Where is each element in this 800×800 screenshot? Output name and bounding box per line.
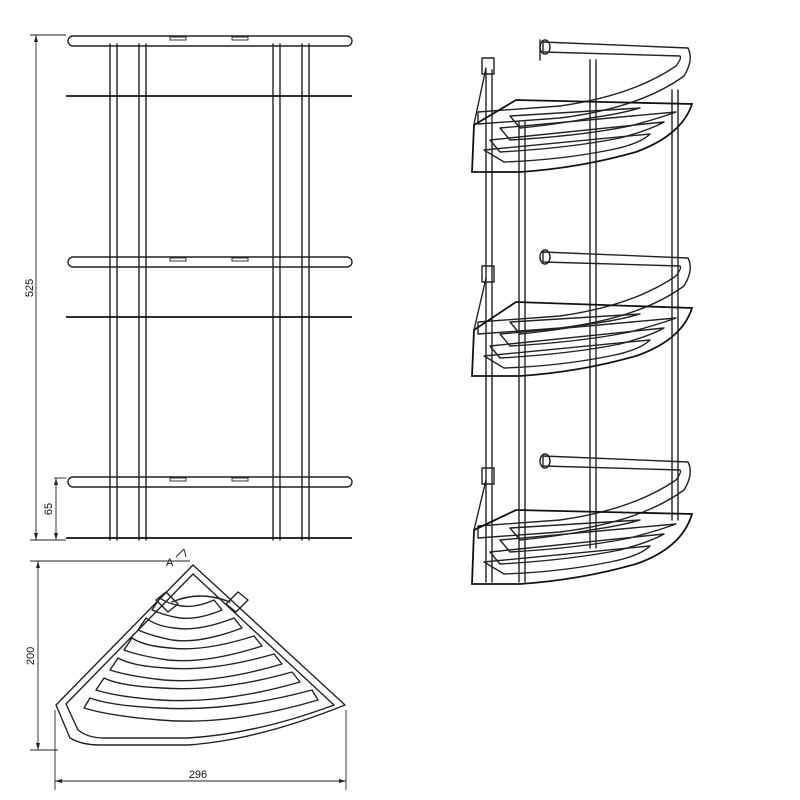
section-marker: A xyxy=(166,548,187,569)
iso-shelf-bottom xyxy=(471,453,694,585)
plan-wall-brackets xyxy=(155,591,249,613)
width-dimension-label: 296 xyxy=(189,769,207,781)
front-rail-middle xyxy=(67,256,353,268)
height-dimension-label: 525 xyxy=(24,279,36,297)
iso-shelf-top xyxy=(471,39,694,173)
front-rail-top xyxy=(67,35,353,47)
plan-basket-slots xyxy=(83,597,319,722)
front-shelf-edges xyxy=(66,95,352,539)
front-rail-bottom xyxy=(67,476,353,488)
width-dimension: 296 xyxy=(54,710,347,790)
height-dimension: 525 xyxy=(24,34,66,541)
bottom-offset-label: 65 xyxy=(43,503,55,515)
section-marker-label: A xyxy=(166,557,174,569)
bottom-offset-dimension: 65 xyxy=(43,477,66,540)
depth-dimension: 200 xyxy=(25,560,190,751)
isometric-view xyxy=(471,39,694,585)
depth-dimension-label: 200 xyxy=(25,647,37,665)
iso-shelf-middle xyxy=(471,249,694,377)
plan-view: A 200 296 xyxy=(25,548,347,790)
front-posts xyxy=(109,43,310,541)
front-elevation-view: 525 65 xyxy=(24,34,353,541)
